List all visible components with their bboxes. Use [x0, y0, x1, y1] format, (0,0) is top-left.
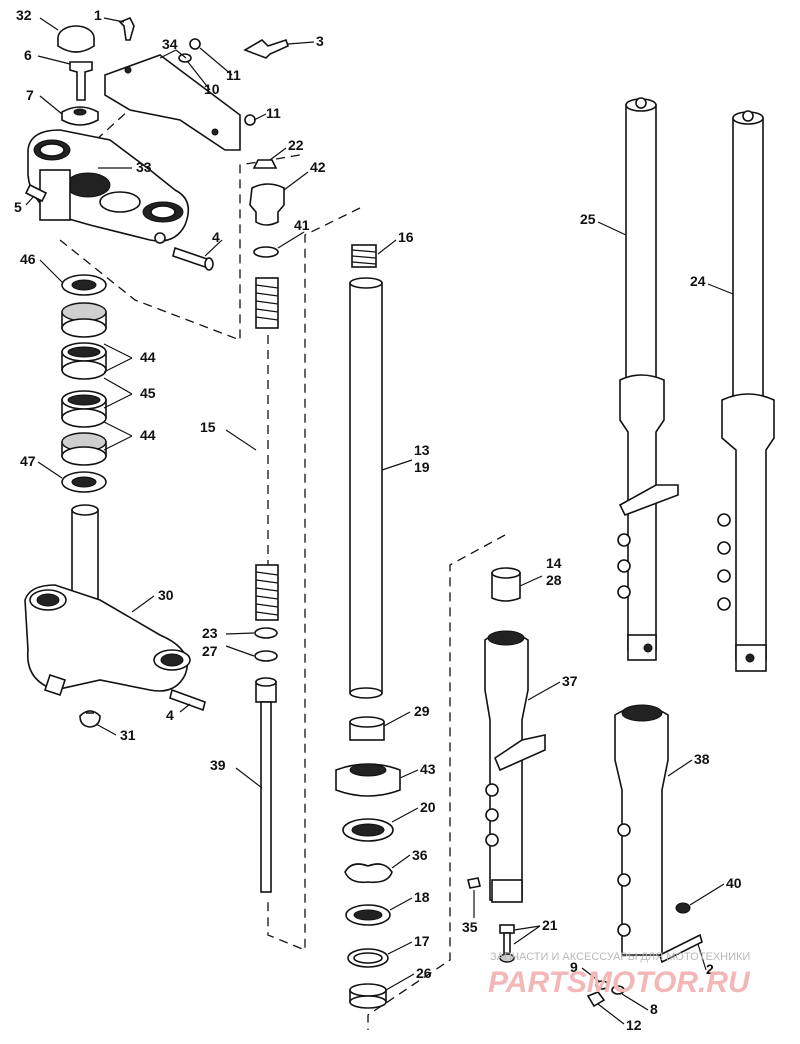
- callout-26: 26: [416, 965, 432, 981]
- fork-leg-assembly-25: [617, 97, 679, 661]
- fork-leg-assembly-24: [717, 110, 775, 672]
- steering-bearing-stack: [61, 274, 107, 493]
- callout-3: 3: [316, 33, 324, 49]
- callout-28: 28: [546, 572, 562, 588]
- callout-46: 46: [20, 251, 36, 267]
- callout-6: 6: [24, 47, 32, 63]
- callout-11-lower: 11: [266, 105, 281, 121]
- callout-47: 47: [20, 453, 36, 469]
- callout-4-lower: 4: [166, 707, 174, 723]
- callout-19: 19: [414, 459, 430, 475]
- fork-slider-assembly-37: [467, 567, 546, 963]
- callout-36: 36: [412, 847, 428, 863]
- callout-42: 42: [310, 159, 326, 175]
- assembly-guide-lines: [59, 99, 506, 1030]
- callout-44-lower: 44: [140, 427, 156, 443]
- lower-fork-bracket-stem: [24, 504, 206, 728]
- callout-24: 24: [690, 273, 706, 289]
- callout-41: 41: [294, 217, 310, 233]
- callout-44-upper: 44: [140, 349, 156, 365]
- callout-2: 2: [706, 961, 714, 977]
- callout-25: 25: [580, 211, 596, 227]
- callout-21: 21: [542, 917, 558, 933]
- watermark-tagline: ЗАПЧАСТИ И АКСЕССУАРЫ ДЛЯ МОТОТЕХНИКИ: [490, 951, 750, 963]
- callout-1: 1: [94, 7, 102, 23]
- callout-leader-lines: [25, 17, 734, 1025]
- callout-10: 10: [204, 81, 220, 97]
- callout-30: 30: [158, 587, 174, 603]
- callout-29: 29: [414, 703, 430, 719]
- callout-35: 35: [462, 919, 478, 935]
- callout-15: 15: [200, 419, 216, 435]
- callout-17: 17: [414, 933, 430, 949]
- callout-22: 22: [288, 137, 304, 153]
- callout-16: 16: [398, 229, 414, 245]
- fork-spring-damper: [249, 159, 285, 893]
- callout-31: 31: [120, 727, 136, 743]
- callout-38: 38: [694, 751, 710, 767]
- callout-32: 32: [16, 7, 32, 23]
- fork-inner-tube-seals: [335, 244, 401, 1009]
- callout-37: 37: [562, 673, 578, 689]
- callout-33: 33: [136, 159, 152, 175]
- callout-34: 34: [162, 36, 178, 52]
- fork-slider-assembly-38: [586, 704, 703, 1008]
- callout-45: 45: [140, 385, 156, 401]
- callout-labels: 32 1 3 34 6 11 10 7 11 22 33 42 5 4 41 1…: [14, 7, 742, 1033]
- callout-43: 43: [420, 761, 436, 777]
- callout-14: 14: [546, 555, 562, 571]
- callout-27: 27: [202, 643, 218, 659]
- watermark: ЗАПЧАСТИ И АКСЕССУАРЫ ДЛЯ МОТОТЕХНИКИ PA…: [488, 951, 751, 999]
- callout-23: 23: [202, 625, 218, 641]
- upper-fork-bracket: [24, 16, 289, 271]
- callout-39: 39: [210, 757, 226, 773]
- callout-18: 18: [414, 889, 430, 905]
- callout-20: 20: [420, 799, 436, 815]
- callout-12: 12: [626, 1017, 642, 1033]
- callout-11-upper: 11: [226, 67, 241, 83]
- callout-7: 7: [26, 87, 34, 103]
- callout-4-upper: 4: [212, 229, 220, 245]
- callout-8: 8: [650, 1001, 658, 1017]
- callout-13: 13: [414, 442, 430, 458]
- callout-5: 5: [14, 199, 22, 215]
- watermark-logo: PARTSMOTOR.RU: [488, 966, 751, 999]
- callout-9: 9: [570, 959, 578, 975]
- callout-40: 40: [726, 875, 742, 891]
